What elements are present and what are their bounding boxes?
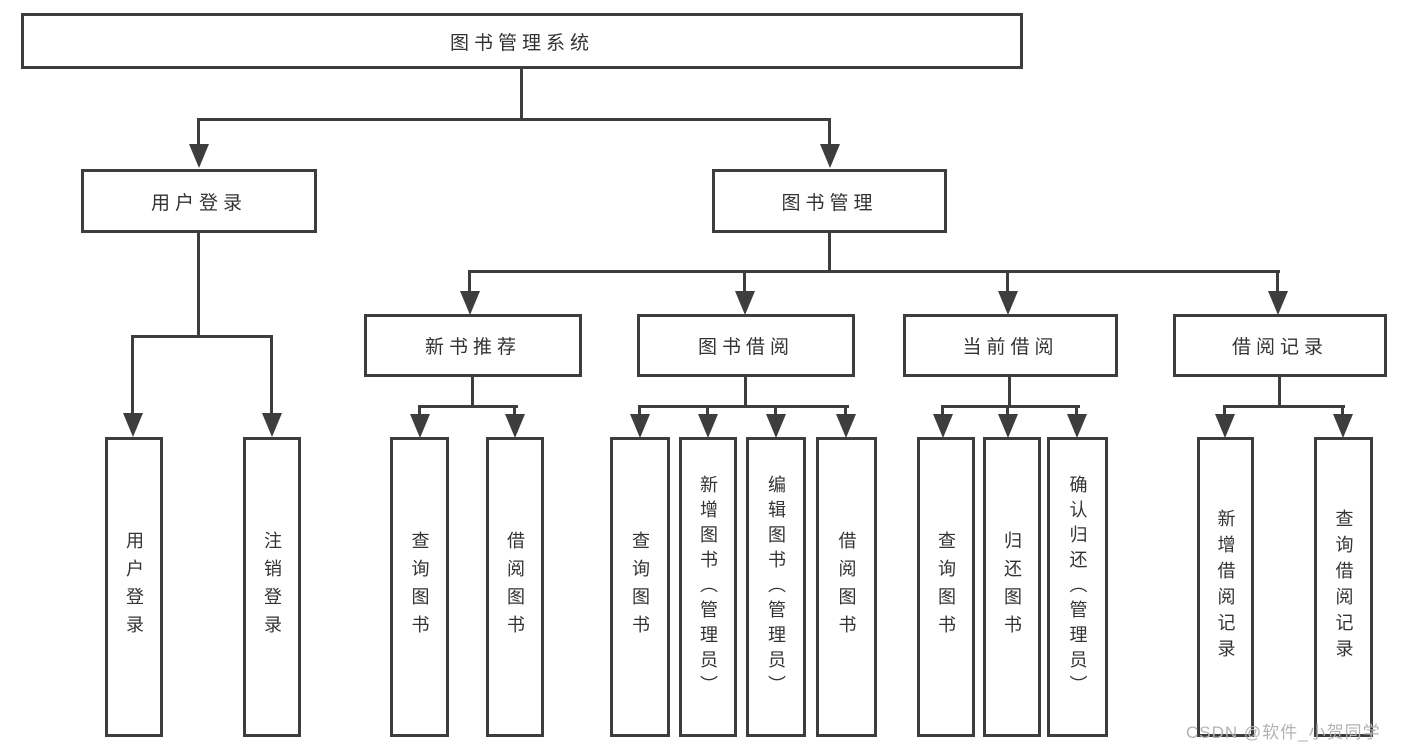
leaf-logout: 注销登录 [243,437,301,737]
connector-l3-arm-2 [743,270,746,294]
leaf-borrow-edit-label: 编辑图书（管理员） [766,474,786,700]
arrowhead-borrow-records [1268,291,1288,315]
leaf-borrow-add-label: 新增图书（管理员） [698,474,718,700]
leaf-newbook-borrow: 借阅图书 [486,437,544,737]
connector-user-login-arm-2 [270,335,273,417]
connector-records-arm-2 [1341,405,1344,417]
connector-l2-rail [197,118,831,121]
connector-book-mgmt-stem [828,233,831,273]
leaf-newbook-query-label: 查询图书 [409,531,430,643]
node-borrow-records: 借阅记录 [1173,314,1387,377]
leaf-current-query: 查询图书 [917,437,975,737]
leaf-newbook-borrow-label: 借阅图书 [505,531,525,643]
leaf-user-login: 用户登录 [105,437,163,737]
arrowhead-borrow-borrow [836,414,856,438]
arrowhead-borrow-query [630,414,650,438]
leaf-current-return: 归还图书 [983,437,1041,737]
arrowhead-current-confirm [1067,414,1087,438]
leaf-current-confirm: 确认归还（管理员） [1047,437,1108,737]
arrowhead-user-login [189,144,209,168]
arrowhead-newbook-borrow [505,414,525,438]
node-book-borrow: 图书借阅 [637,314,855,377]
connector-l2-arm-right [828,118,831,148]
connector-user-login-arm-1 [131,335,134,417]
arrowhead-new-book-rec [460,291,480,315]
connector-book-borrow-arm-4 [844,405,847,417]
node-user-login: 用户登录 [81,169,317,233]
leaf-borrow-query: 查询图书 [610,437,670,737]
connector-user-login-rail [131,335,273,338]
connector-records-stem [1278,377,1281,407]
node-new-book-rec-label: 新书推荐 [424,337,521,358]
arrowhead-borrow-edit [766,414,786,438]
arrowhead-leaf-logout [262,413,282,437]
leaf-records-add: 新增借阅记录 [1197,437,1254,737]
connector-book-borrow-rail [638,405,849,408]
connector-l3-arm-1 [468,270,471,294]
arrowhead-current-borrow [998,291,1018,315]
connector-new-book-arm-2 [513,405,516,417]
node-root-label: 图书管理系统 [449,32,594,54]
connector-current-rail [941,405,1080,408]
node-user-login-label: 用户登录 [150,192,247,214]
node-current-borrow: 当前借阅 [903,314,1118,377]
connector-book-borrow-arm-2 [706,405,709,417]
connector-l3-arm-4 [1276,270,1279,294]
connector-current-arm-1 [941,405,944,417]
arrowhead-current-return [998,414,1018,438]
connector-l3-rail [468,270,1280,273]
leaf-newbook-query: 查询图书 [390,437,449,737]
leaf-borrow-add: 新增图书（管理员） [679,437,737,737]
connector-root-stem [520,69,523,121]
leaf-borrow-query-label: 查询图书 [630,531,650,643]
leaf-current-return-label: 归还图书 [1002,531,1022,643]
connector-records-arm-1 [1223,405,1226,417]
leaf-borrow-edit: 编辑图书（管理员） [746,437,806,737]
connector-current-stem [1008,377,1011,407]
connector-new-book-rail [418,405,518,408]
connector-book-borrow-stem [744,377,747,407]
leaf-borrow-borrow: 借阅图书 [816,437,877,737]
node-book-mgmt: 图书管理 [712,169,947,233]
node-borrow-records-label: 借阅记录 [1231,337,1328,358]
connector-book-borrow-arm-3 [774,405,777,417]
leaf-current-query-label: 查询图书 [936,531,956,643]
arrowhead-book-borrow [735,291,755,315]
node-new-book-rec: 新书推荐 [364,314,582,377]
leaf-user-login-label: 用户登录 [124,531,144,643]
connector-user-login-stem [197,233,200,338]
leaf-logout-label: 注销登录 [262,531,282,643]
arrowhead-newbook-query [410,414,430,438]
connector-current-arm-2 [1006,405,1009,417]
connector-l3-arm-3 [1006,270,1009,294]
arrowhead-book-mgmt [820,144,840,168]
leaf-borrow-borrow-label: 借阅图书 [836,531,857,643]
connector-current-arm-3 [1075,405,1078,417]
node-book-borrow-label: 图书借阅 [697,337,794,358]
leaf-records-add-label: 新增借阅记录 [1215,509,1236,665]
connector-book-borrow-arm-1 [638,405,641,417]
leaf-current-confirm-label: 确认归还（管理员） [1067,474,1088,700]
arrowhead-current-query [933,414,953,438]
node-root: 图书管理系统 [21,13,1023,69]
arrowhead-borrow-add [698,414,718,438]
leaf-records-query: 查询借阅记录 [1314,437,1373,737]
connector-new-book-arm-1 [418,405,421,417]
connector-new-book-stem [471,377,474,407]
connector-records-rail [1223,405,1345,408]
arrowhead-records-add [1215,414,1235,438]
node-current-borrow-label: 当前借阅 [962,337,1059,358]
arrowhead-leaf-user-login [123,413,143,437]
connector-l2-arm-left [197,118,200,148]
csdn-watermark: CSDN @软件_小贺同学 [1186,723,1381,742]
leaf-records-query-label: 查询借阅记录 [1333,509,1354,665]
node-book-mgmt-label: 图书管理 [781,192,878,214]
arrowhead-records-query [1333,414,1353,438]
